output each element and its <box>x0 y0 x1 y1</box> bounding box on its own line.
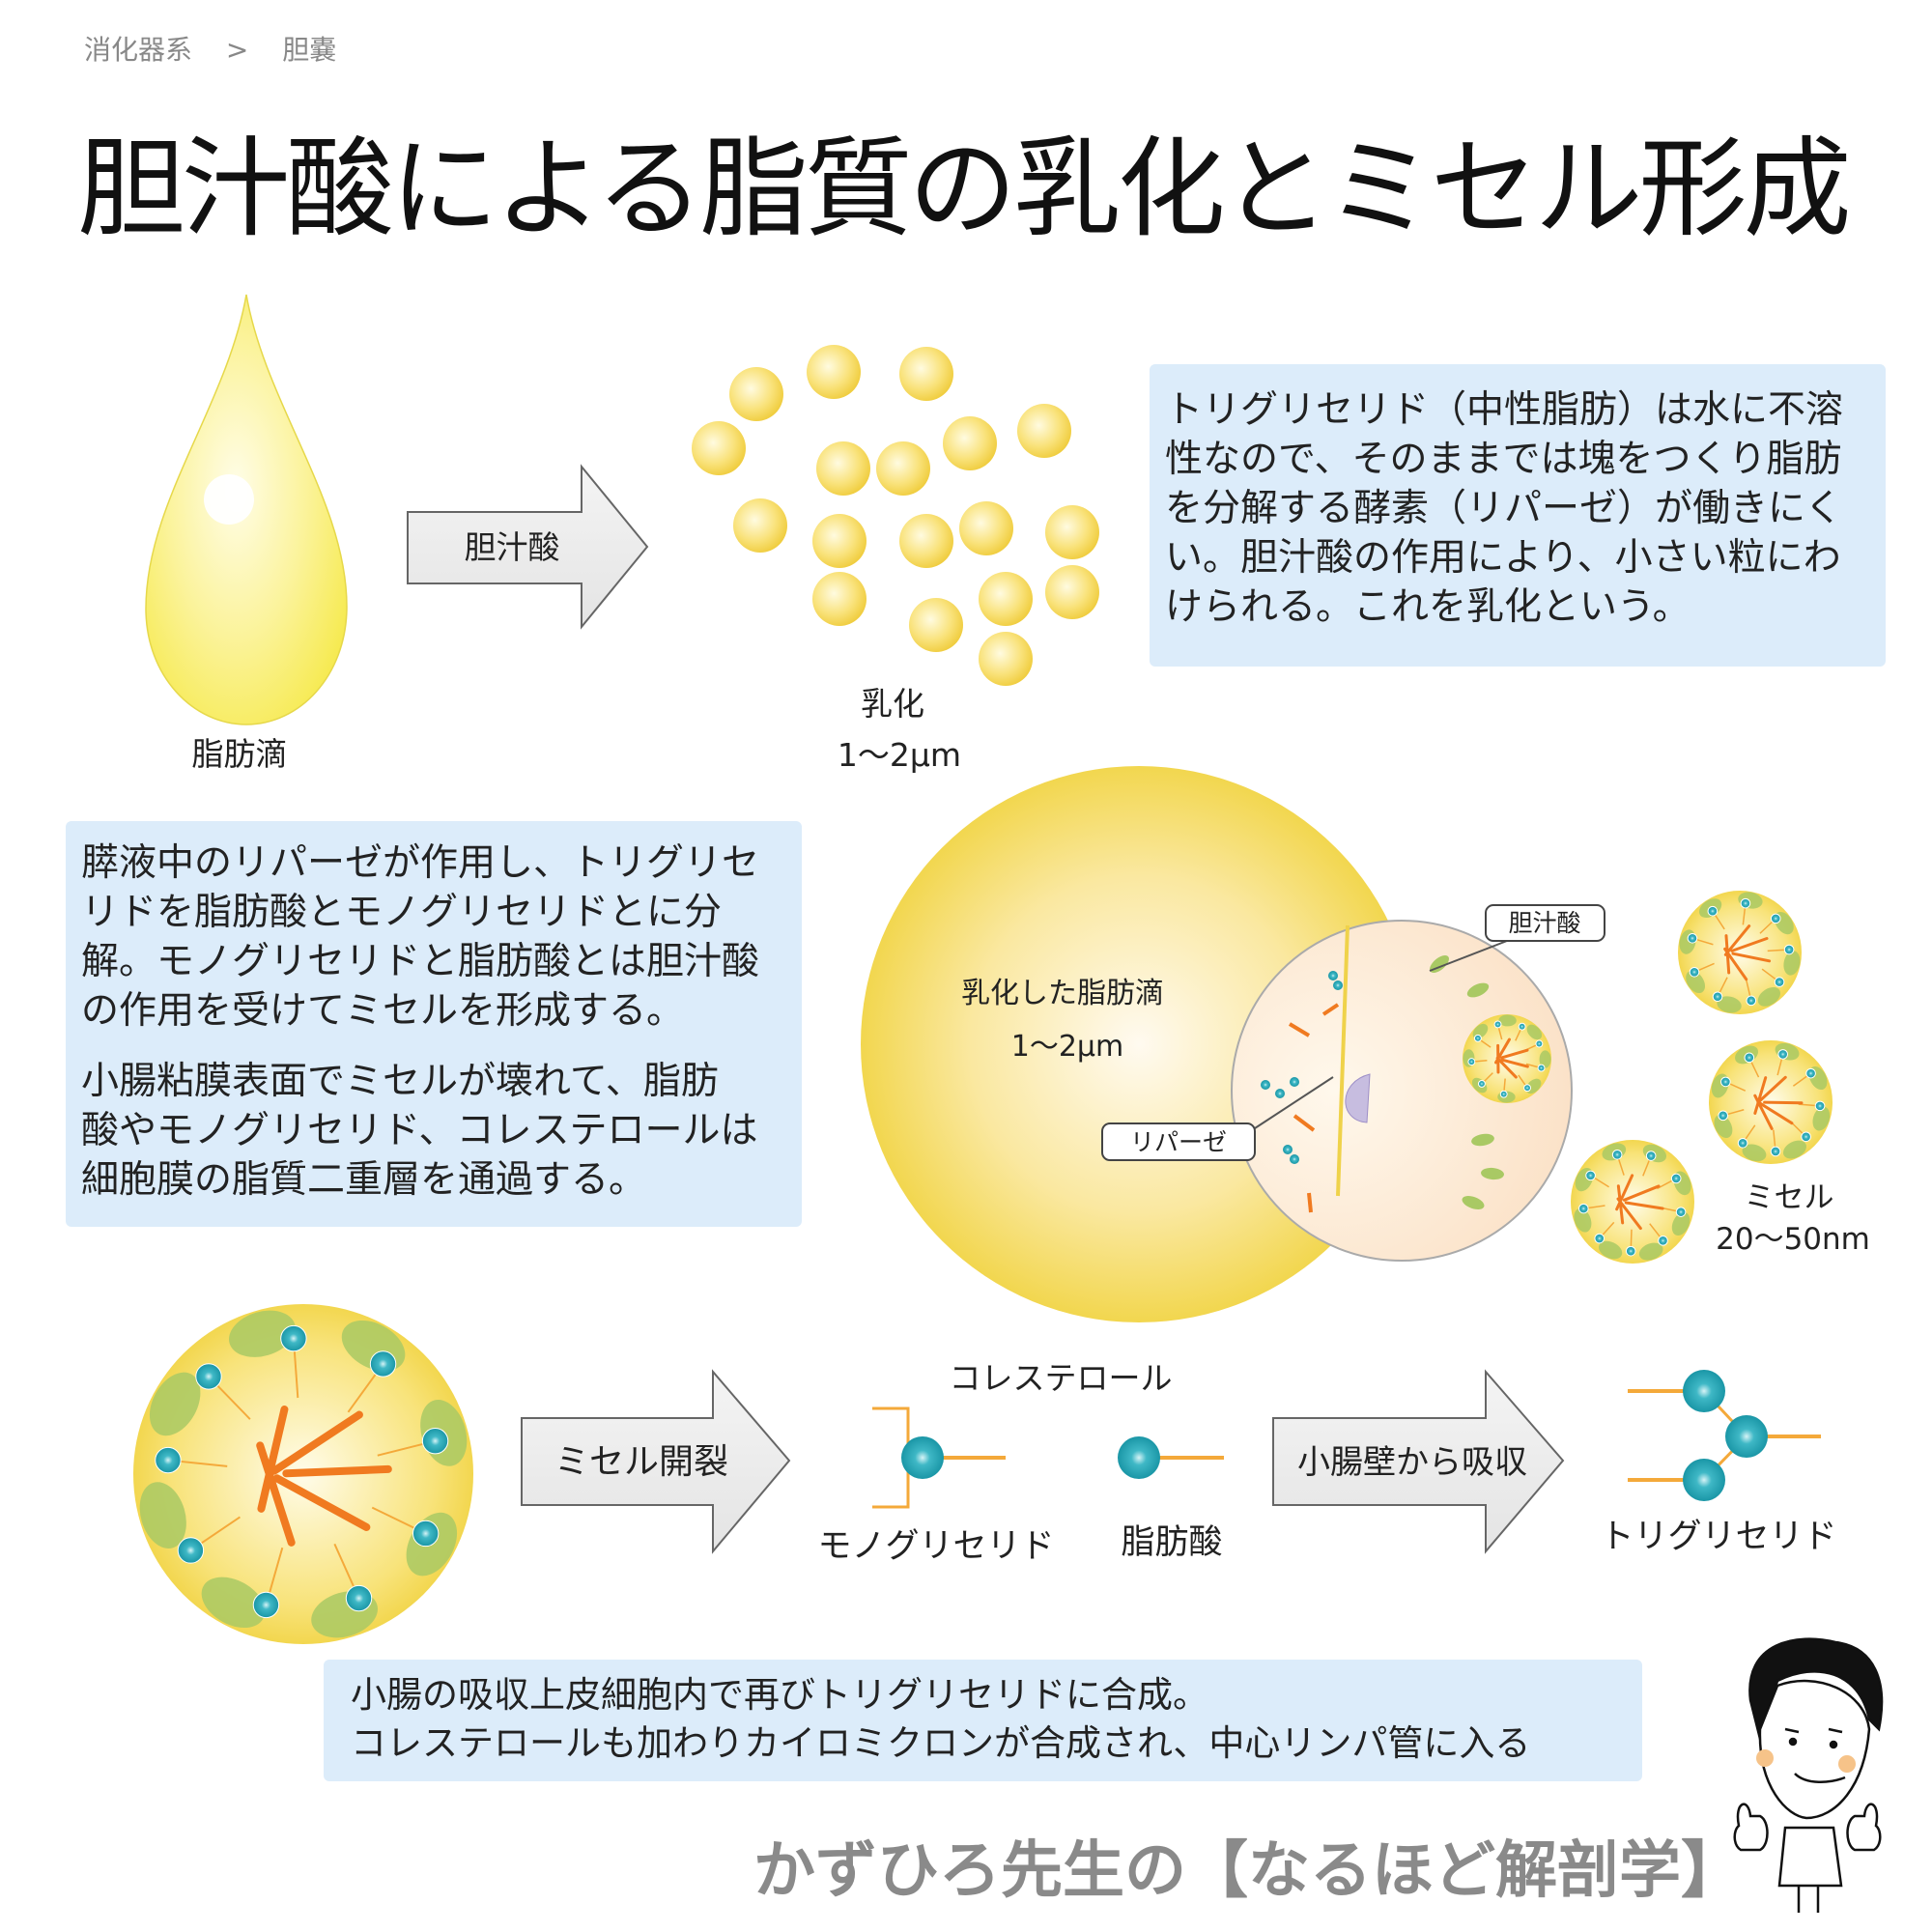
text-line: い。胆汁酸の作用により、小さい粒にわ <box>1165 536 1841 580</box>
emulsion-droplet <box>979 572 1033 626</box>
emulsion-droplet <box>733 498 787 553</box>
text-line: 細胞膜の脂質二重層を通過する。 <box>81 1158 647 1202</box>
emulsion-droplet <box>812 514 867 568</box>
triglyceride-icon <box>1628 1370 1821 1501</box>
text-line: 小腸粘膜表面でミセルが壊れて、脂肪 <box>81 1060 719 1103</box>
breadcrumb-item-digestive[interactable]: 消化器系 <box>84 34 193 66</box>
drop-label: 脂肪滴 <box>192 735 288 773</box>
sphere-size: 1〜2μm <box>1011 1030 1123 1064</box>
emulsified-droplets <box>692 345 1099 686</box>
fatty-acid-icon <box>1118 1436 1160 1479</box>
arrow-bile-acid-label: 胆汁酸 <box>465 528 560 566</box>
emulsion-droplet <box>899 514 953 568</box>
emulsion-droplet <box>1045 565 1099 619</box>
mascot-illustration <box>1733 1637 1884 1913</box>
text-line: 解。モノグリセリドと脂肪酸とは胆汁酸 <box>81 940 760 983</box>
breadcrumb: 消化器系 > 胆嚢 <box>84 29 361 68</box>
arrow-absorption-label: 小腸壁から吸収 <box>1297 1443 1527 1482</box>
emulsion-droplet <box>807 345 861 399</box>
absorption-explanation: 小腸の吸収上皮細胞内で再びトリグリセリドに合成。 コレステロールも加わりカイロミ… <box>324 1660 1642 1781</box>
micelle-icon <box>133 1304 473 1644</box>
text-line: 膵液中のリパーゼが作用し、トリグリセ <box>81 841 760 885</box>
emulsion-droplet <box>899 347 953 401</box>
text-line: 小腸の吸収上皮細胞内で再びトリグリセリドに合成。 <box>351 1674 1208 1716</box>
breadcrumb-separator: > <box>225 34 249 66</box>
emulsion-droplet <box>1017 404 1071 458</box>
page-title: 胆汁酸による脂質の乳化とミセル形成 <box>77 127 1852 252</box>
cholesterol-label: コレステロール <box>950 1359 1173 1397</box>
lipase-action-detail <box>1261 924 1551 1213</box>
emulsion-droplet <box>979 632 1033 686</box>
text-line: トリグリセリド（中性脂肪）は水に不溶 <box>1165 388 1844 432</box>
bile-acid-callout-label: 胆汁酸 <box>1508 909 1580 937</box>
micelle-icon <box>1709 1040 1833 1164</box>
text-line: の作用を受けてミセルを形成する。 <box>81 989 685 1033</box>
arrow-micelle-breakdown <box>521 1369 791 1554</box>
emulsion-droplet <box>692 421 746 475</box>
micelle-icon <box>1463 1014 1551 1103</box>
breadcrumb-item-gallbladder[interactable]: 胆嚢 <box>282 34 337 66</box>
highlight <box>204 474 254 525</box>
monoglyceride-icon <box>901 1436 944 1479</box>
triglyceride-label: トリグリセリド <box>1600 1518 1836 1556</box>
text-line: 性なので、そのままでは塊をつくり脂肪 <box>1165 438 1842 481</box>
emulsion-droplet <box>943 416 997 470</box>
micelles <box>133 891 1833 1644</box>
emulsion-droplet <box>812 572 867 626</box>
arrow-bile-acid <box>407 464 649 630</box>
arrow-absorption <box>1272 1369 1565 1554</box>
emulsion-droplet <box>959 501 1013 555</box>
micelle-explanation: 膵液中のリパーゼが作用し、トリグリセ リドを脂肪酸とモノグリセリドとに分 解。モ… <box>66 821 802 1227</box>
emulsion-droplet <box>1045 505 1099 559</box>
arrow-micelle-breakdown-label: ミセル開裂 <box>554 1442 728 1482</box>
monoglyceride-label: モノグリセリド <box>817 1527 1054 1566</box>
emulsion-droplet <box>729 367 783 421</box>
emulsion-droplet <box>816 441 870 496</box>
text-line: を分解する酵素（リパーゼ）が働きにく <box>1165 487 1843 530</box>
micelle-label: ミセル <box>1745 1180 1834 1215</box>
micelle-icon <box>1571 1140 1694 1264</box>
micelle-size: 20〜50nm <box>1716 1222 1870 1257</box>
text-line: 酸やモノグリセリド、コレステロールは <box>81 1109 758 1152</box>
text-line: コレステロールも加わりカイロミクロンが合成され、中心リンパ管に入る <box>351 1722 1531 1764</box>
lipase-callout <box>1101 1122 1256 1161</box>
fatty-acid-label: 脂肪酸 <box>1121 1523 1222 1562</box>
micelle-icon <box>1678 891 1802 1014</box>
emulsion-size: 1〜2μm <box>838 736 961 774</box>
sphere-label: 乳化した脂肪滴 <box>961 977 1164 1010</box>
bile-acid-callout <box>1485 904 1605 942</box>
emulsion-droplet <box>876 441 930 496</box>
footer-brand: かずひろ先生の【なるほど解剖学】 <box>753 1835 1743 1907</box>
emulsification-explanation: トリグリセリド（中性脂肪）は水に不溶 性なので、そのままでは塊をつくり脂肪 を分… <box>1150 364 1886 667</box>
text-line: けられる。これを乳化という。 <box>1165 585 1690 629</box>
emulsion-droplet <box>909 598 963 652</box>
lipase-callout-label: リパーゼ <box>1130 1128 1227 1156</box>
emulsion-label: 乳化 <box>861 685 924 723</box>
text-line: リドを脂肪酸とモノグリセリドとに分 <box>81 891 723 934</box>
